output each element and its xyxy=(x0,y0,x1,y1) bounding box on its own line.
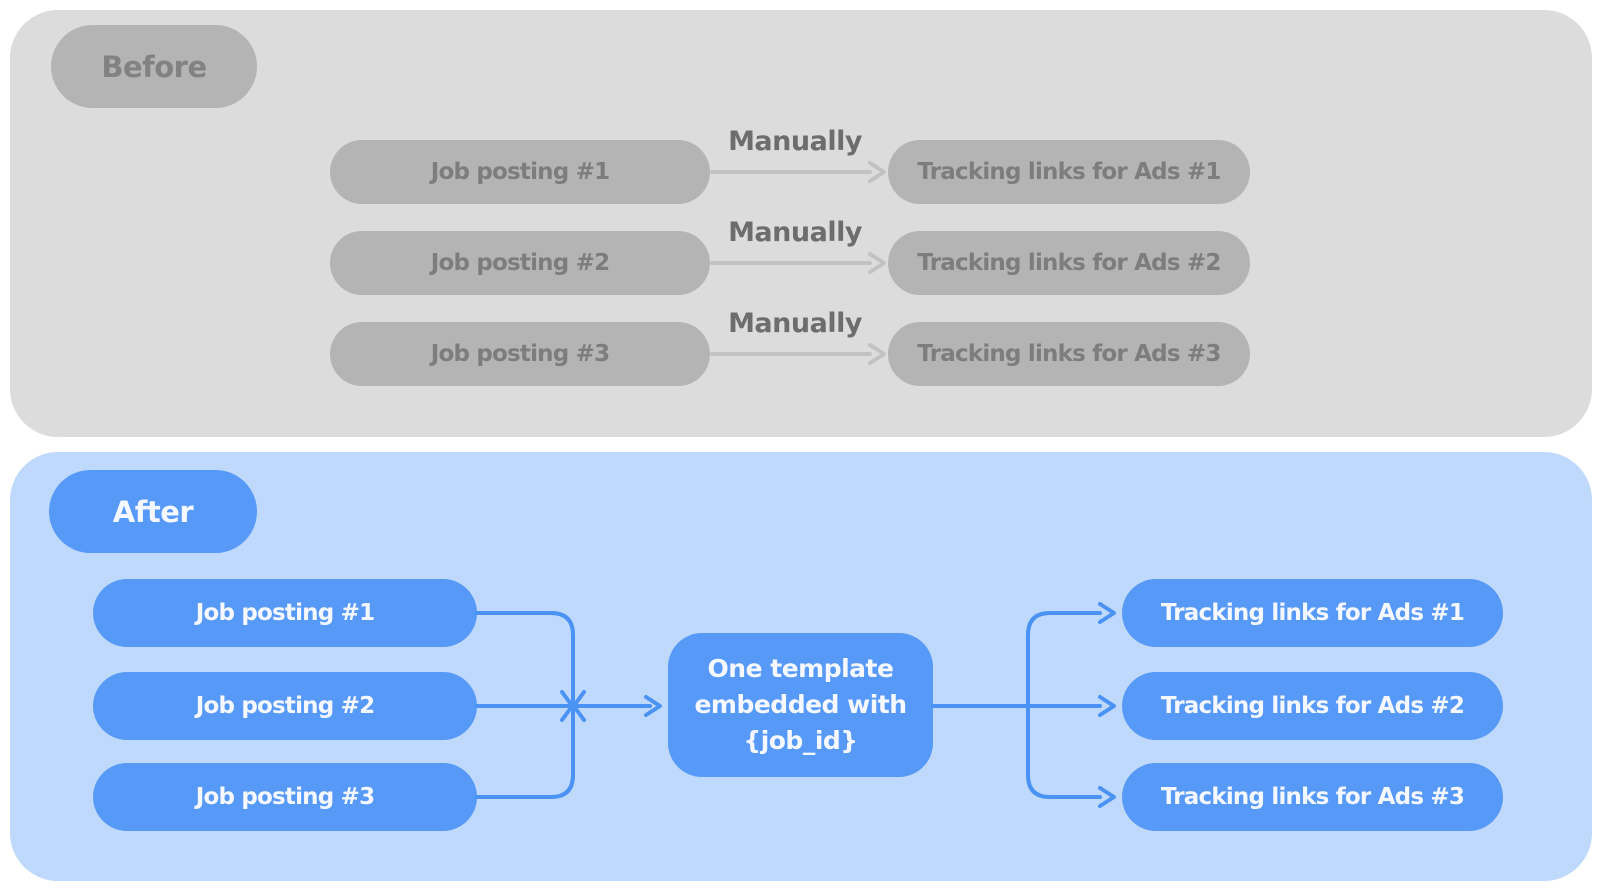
job-posting-pill-2-after: Job posting #2 xyxy=(93,672,477,740)
after-badge-label: After xyxy=(112,494,194,529)
before-panel xyxy=(10,10,1592,437)
manually-label-2: Manually xyxy=(728,217,862,248)
pill-label: Job posting #2 xyxy=(195,693,375,719)
before-badge-label: Before xyxy=(101,49,207,84)
pill-label: Tracking links for Ads #3 xyxy=(1160,784,1465,810)
manually-label-1: Manually xyxy=(728,126,862,157)
tracking-links-pill-1-after: Tracking links for Ads #1 xyxy=(1122,579,1503,647)
tracking-links-pill-3-before: Tracking links for Ads #3 xyxy=(888,322,1250,386)
job-posting-pill-2-before: Job posting #2 xyxy=(330,231,710,295)
pill-label: Job posting #3 xyxy=(195,784,375,810)
template-node: One template embedded with {job_id} xyxy=(668,633,933,777)
tracking-links-pill-3-after: Tracking links for Ads #3 xyxy=(1122,763,1503,831)
pill-label: Tracking links for Ads #1 xyxy=(1160,600,1465,626)
pill-label: Tracking links for Ads #2 xyxy=(917,250,1221,276)
tracking-links-pill-1-before: Tracking links for Ads #1 xyxy=(888,140,1250,204)
job-posting-pill-1-before: Job posting #1 xyxy=(330,140,710,204)
tracking-links-pill-2-before: Tracking links for Ads #2 xyxy=(888,231,1250,295)
manually-label-3: Manually xyxy=(728,308,862,339)
pill-label: Tracking links for Ads #2 xyxy=(1160,693,1465,719)
pill-label: Tracking links for Ads #3 xyxy=(917,341,1221,367)
after-badge: After xyxy=(49,470,257,553)
pill-label: Job posting #2 xyxy=(430,250,610,276)
pill-label: Job posting #1 xyxy=(430,159,610,185)
before-badge: Before xyxy=(51,25,257,108)
job-posting-pill-3-before: Job posting #3 xyxy=(330,322,710,386)
template-node-line-1: One template xyxy=(707,654,894,683)
job-posting-pill-3-after: Job posting #3 xyxy=(93,763,477,831)
pill-label: Job posting #1 xyxy=(195,600,375,626)
template-node-line-2: embedded with xyxy=(694,690,907,719)
job-posting-pill-1-after: Job posting #1 xyxy=(93,579,477,647)
tracking-links-pill-2-after: Tracking links for Ads #2 xyxy=(1122,672,1503,740)
pill-label: Job posting #3 xyxy=(430,341,610,367)
pill-label: Tracking links for Ads #1 xyxy=(917,159,1221,185)
template-node-line-3: {job_id} xyxy=(743,726,858,755)
